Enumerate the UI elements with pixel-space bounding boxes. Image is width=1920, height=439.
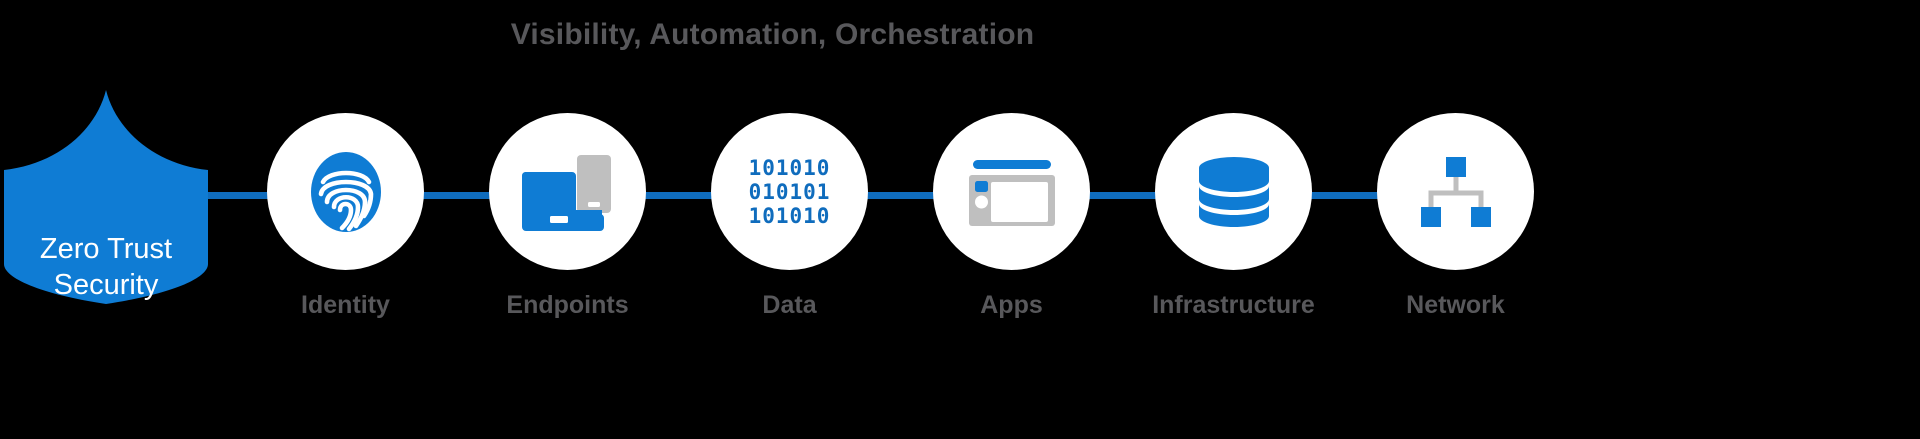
pillar-data-label: Data [762,291,817,319]
binary-row-2: 010101 [748,179,831,204]
pillar-infrastructure-circle[interactable] [1155,113,1312,270]
pillar-network-label: Network [1406,291,1505,319]
pillar-endpoints[interactable]: Endpoints [489,113,646,319]
pillar-data[interactable]: 101010 010101 101010 Data [711,113,868,319]
zero-trust-shield: Zero Trust Security [0,88,212,306]
pillar-identity[interactable]: Identity [267,113,424,319]
pillar-infrastructure[interactable]: Infrastructure [1152,113,1315,319]
pillar-infrastructure-label: Infrastructure [1152,291,1315,319]
pillar-apps-label: Apps [980,291,1043,319]
pillar-apps-circle[interactable] [933,113,1090,270]
fingerprint-icon [310,151,381,232]
app-window-icon [968,159,1055,226]
shield-shape-icon [4,90,208,304]
pillar-data-circle[interactable]: 101010 010101 101010 [711,113,868,270]
binary-data-icon: 101010 010101 101010 [749,156,831,228]
binary-row-1: 101010 [748,155,831,180]
diagram-title: Visibility, Automation, Orchestration [510,18,1035,51]
database-icon [1198,156,1269,227]
pillar-apps[interactable]: Apps [933,113,1090,319]
pillar-network-circle[interactable] [1377,113,1534,270]
pillar-identity-circle[interactable] [267,113,424,270]
network-topology-icon [1420,156,1491,227]
binary-row-3: 101010 [748,203,831,228]
devices-icon [521,154,611,231]
pillar-network[interactable]: Network [1377,113,1534,319]
pillar-identity-label: Identity [301,291,390,319]
pillar-endpoints-circle[interactable] [489,113,646,270]
pillar-endpoints-label: Endpoints [506,291,629,319]
